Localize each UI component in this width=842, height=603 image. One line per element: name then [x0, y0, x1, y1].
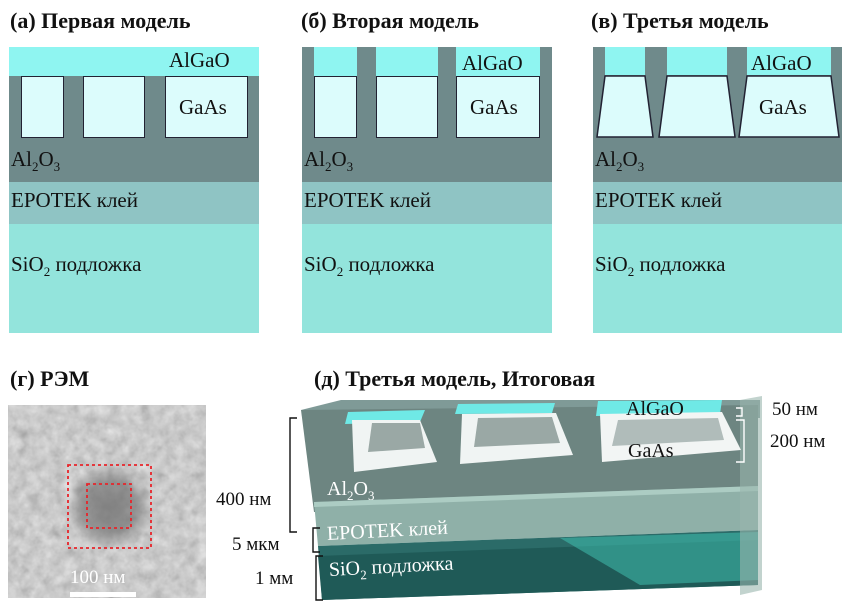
sio2-glow: [560, 532, 758, 585]
trapezoid-structures: [596, 47, 840, 138]
gaas-label: GaAs: [470, 95, 518, 119]
panel-c-title: (в) Третья модель: [591, 8, 769, 33]
gaas-box: [376, 76, 438, 138]
panel-a-title: (а) Первая модель: [10, 8, 191, 33]
panel-c: AlGaO GaAs Al2O3 EPOTEK клей SiO2 подлож…: [593, 47, 842, 333]
sem-micrograph: [8, 405, 206, 598]
bracket-1mm: [315, 555, 323, 601]
sio2-label: SiO2 подложка: [11, 252, 142, 280]
gaas-box: [314, 76, 357, 138]
scale-bar-label: 100 нм: [70, 567, 126, 588]
gaas-trapezoid: [658, 75, 736, 138]
algao-cap: [605, 47, 645, 75]
gaas-label: GaAs: [179, 95, 227, 119]
epotek-layer: [9, 182, 259, 224]
dim-400nm-label: 400 нм: [216, 489, 272, 510]
sem-particle: [68, 465, 152, 549]
panel-b: AlGaO GaAs Al2O3 EPOTEK клей SiO2 подлож…: [302, 47, 552, 333]
gaas-label-3d: GaAs: [628, 440, 674, 462]
dim-1mm-label: 1 мм: [255, 568, 294, 589]
panel-b-title: (б) Вторая модель: [301, 8, 479, 33]
sio2-layer: [593, 224, 842, 333]
gaas-box: [21, 76, 64, 138]
epotek-top-edge: [314, 486, 758, 507]
gaas-block-3d: [368, 423, 425, 452]
sem-image: [8, 405, 206, 598]
algao-cap-3d: [455, 403, 555, 414]
algao-label: AlGaO: [169, 48, 230, 72]
dim-5um-label: 5 мкм: [232, 534, 280, 555]
al2o3-label: Al2O3: [304, 147, 354, 175]
bracket-200nm: [736, 419, 745, 463]
dim-200nm-label: 200 нм: [770, 431, 826, 452]
sem-outer-box: [67, 464, 152, 549]
algao-cap: [314, 47, 357, 76]
scale-bar: [70, 592, 136, 597]
sio2-label: SiO2 подложка: [304, 252, 435, 280]
al2o3-label-3d: Al2O3: [327, 478, 375, 503]
algao-cap: [667, 47, 727, 75]
epotek-layer: [302, 182, 552, 224]
al2o3-label: Al2O3: [11, 147, 61, 175]
epotek-label: EPOTEK клей: [595, 188, 722, 212]
sio2-layer: [302, 224, 552, 333]
algao-label-3d: AlGaO: [626, 398, 684, 420]
gaas-block-3d: [474, 417, 560, 447]
gaas-box: [456, 76, 540, 138]
sem-inner-box: [86, 483, 132, 529]
algao-cap: [376, 47, 438, 76]
algao-cap: [747, 47, 831, 75]
algao-cap-3d: [596, 400, 722, 416]
epotek-label: EPOTEK клей: [304, 188, 431, 212]
epotek-layer: [593, 182, 842, 224]
dim-50nm-label: 50 нм: [772, 399, 818, 420]
gaas-block-3d: [612, 418, 724, 446]
sem-title: (г) РЭМ: [10, 366, 90, 391]
bracket-5um: [312, 527, 320, 553]
bracket-50nm: [736, 407, 743, 417]
algao-cap: [456, 47, 540, 76]
gaas-box: [83, 76, 145, 138]
gaas-box: [165, 76, 248, 138]
final-title: (д) Третья модель, Итоговая: [314, 366, 596, 391]
epotek-label: EPOTEK клей: [11, 188, 138, 212]
sio2-label: SiO2 подложка: [595, 252, 726, 280]
gaas-label: GaAs: [759, 95, 807, 119]
al2o3-label: Al2O3: [595, 147, 645, 175]
gaas-trapezoid: [738, 75, 840, 138]
panel-a: AlGaO GaAs Al2O3 EPOTEK клей SiO2 подлож…: [9, 47, 259, 333]
algao-layer: [9, 47, 259, 76]
block-right-face: [740, 396, 762, 595]
gaas-trapezoid: [596, 75, 654, 138]
algao-label: AlGaO: [751, 51, 812, 75]
algao-label: AlGaO: [462, 51, 523, 75]
bracket-400nm: [289, 417, 297, 533]
sio2-layer: [9, 224, 259, 333]
